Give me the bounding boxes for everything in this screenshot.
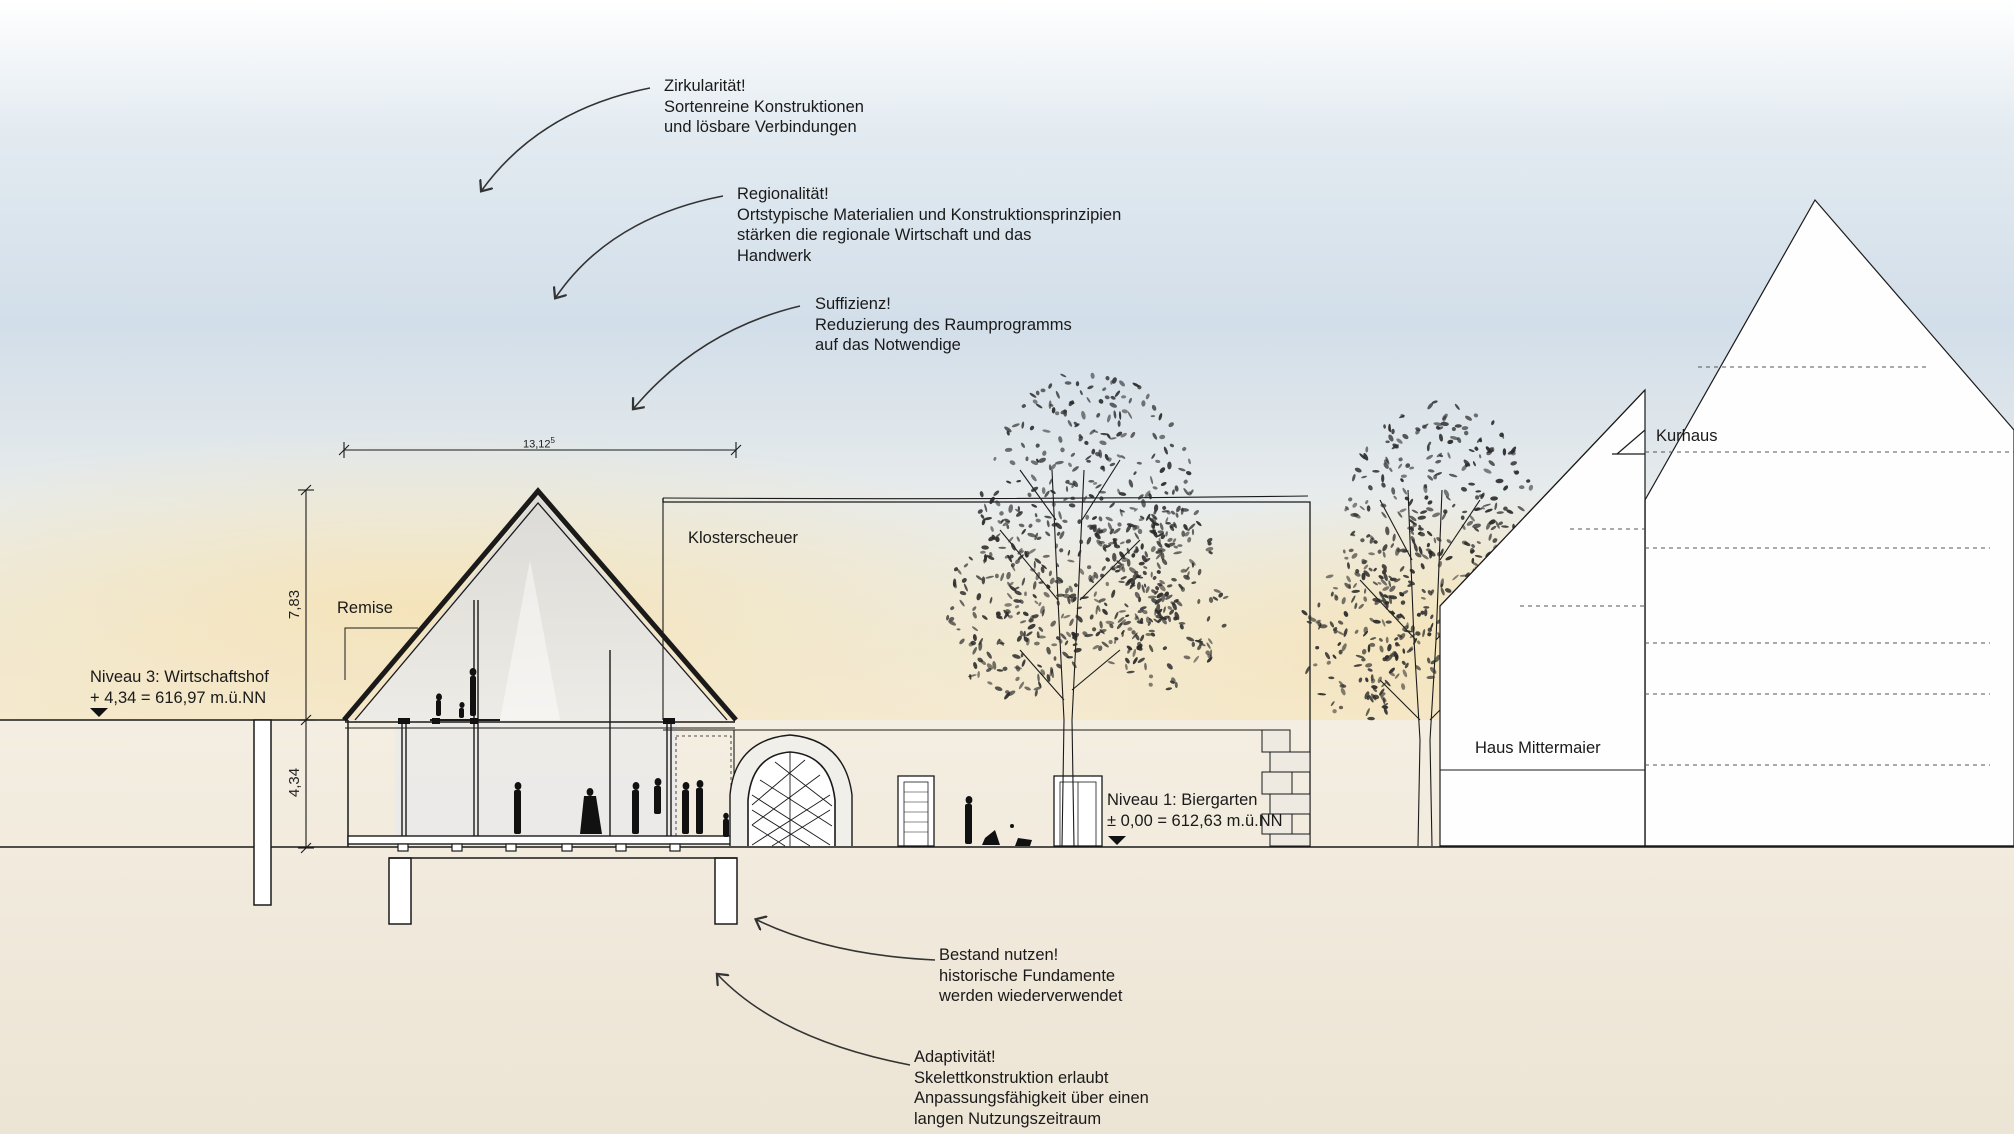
annotation-circularity-title: Zirkularität! xyxy=(664,77,746,95)
annotation-reuse-title: Bestand nutzen! xyxy=(939,946,1059,964)
annotation-sufficiency-title: Suffizienz! xyxy=(815,295,891,313)
annotation-adaptivity-line: Anpassungsfähigkeit über einen xyxy=(914,1089,1149,1107)
level3-label: Niveau 3: Wirtschaftshof + 4,34 = 616,97… xyxy=(90,667,269,708)
annotation-reuse: Bestand nutzen! historische Fundamente w… xyxy=(939,945,1122,1007)
annotation-circularity-line: Sortenreine Konstruktionen xyxy=(664,97,864,116)
dimension-width: 13,125 xyxy=(523,436,555,451)
dimension-level-height-value: 4,34 xyxy=(286,767,304,798)
label-remise: Remise xyxy=(337,599,393,617)
annotation-adaptivity-line: langen Nutzungszeitraum xyxy=(914,1109,1102,1128)
foundation-right xyxy=(714,857,738,925)
dimension-roof-height: 7,83 xyxy=(286,590,303,619)
annotation-arrows xyxy=(482,87,936,1066)
annotation-regionality: Regionalität! Ortstypische Materialien u… xyxy=(737,184,1121,266)
remise-glass-gable xyxy=(355,496,727,720)
annotation-sufficiency: Suffizienz! Reduzierung des Raumprogramm… xyxy=(815,294,1072,356)
kurhaus-building xyxy=(1439,198,2014,847)
level1-label: Niveau 1: Biergarten ± 0,00 = 612,63 m.ü… xyxy=(1107,790,1283,831)
annotation-adaptivity: Adaptivität! Skelettkonstruktion erlaubt… xyxy=(914,1047,1149,1129)
tree-left xyxy=(999,459,1141,847)
annotation-circularity-line: und lösbare Verbindungen xyxy=(664,118,857,136)
kurhaus-floor-lines xyxy=(1520,366,2014,766)
annotation-circularity: Zirkularität! Sortenreine Konstruktionen… xyxy=(664,76,864,138)
remise-building xyxy=(342,487,738,925)
remise-floor-slab xyxy=(347,835,737,845)
level3-marker xyxy=(90,708,108,717)
klosterscheuer-building xyxy=(662,495,1311,847)
remise-roof xyxy=(342,487,738,722)
level3-value: + 4,34 = 616,97 m.ü.NN xyxy=(90,688,267,707)
annotation-regionality-line: stärken die regionale Wirtschaft und das xyxy=(737,226,1032,244)
level1-value: ± 0,00 = 612,63 m.ü.NN xyxy=(1107,811,1283,830)
dimension-lines xyxy=(298,442,742,854)
annotation-sufficiency-line: auf das Notwendige xyxy=(815,336,961,354)
tree-left-canopy xyxy=(946,372,1229,700)
level3-name: Niveau 3: Wirtschaftshof xyxy=(90,668,269,686)
dimension-level-height: 4,34 xyxy=(286,768,303,797)
dimension-roof-height-value: 7,83 xyxy=(286,589,304,620)
annotation-reuse-line: historische Fundamente xyxy=(939,966,1116,985)
annotation-regionality-line: Handwerk xyxy=(737,246,812,265)
annotation-adaptivity-line: Skelettkonstruktion erlaubt xyxy=(914,1068,1109,1087)
terrain-lines xyxy=(0,719,2014,848)
label-kurhaus: Kurhaus xyxy=(1656,427,1718,445)
level1-name: Niveau 1: Biergarten xyxy=(1107,791,1258,809)
people-figures xyxy=(436,668,1032,846)
annotation-adaptivity-title: Adaptivität! xyxy=(914,1048,996,1066)
annotation-reuse-line: werden wiederverwendet xyxy=(939,987,1123,1005)
klosterscheuer-door xyxy=(897,775,935,847)
annotation-regionality-line: Ortstypische Materialien und Konstruktio… xyxy=(737,205,1122,224)
retaining-wall xyxy=(253,719,272,906)
label-klosterscheuer: Klosterscheuer xyxy=(688,529,799,547)
annotation-sufficiency-line: Reduzierung des Raumprogramms xyxy=(815,315,1072,334)
dimension-width-value: 13,12 xyxy=(523,438,551,451)
level1-marker xyxy=(1108,836,1126,845)
foundation-left xyxy=(388,857,412,925)
dimension-width-sup: 5 xyxy=(550,436,555,445)
annotation-regionality-title: Regionalität! xyxy=(737,185,829,203)
label-haus-mittermaier: Haus Mittermaier xyxy=(1475,739,1601,757)
remise-glass-lower xyxy=(395,720,677,837)
